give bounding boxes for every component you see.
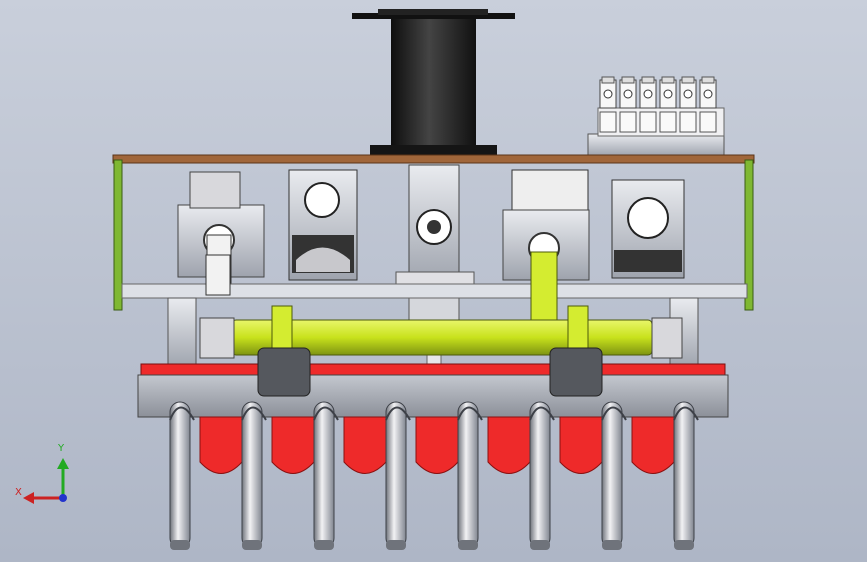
valve-coil <box>699 76 717 133</box>
frame-crossbar <box>112 154 755 164</box>
coordinate-triad <box>23 458 69 504</box>
right-side-post <box>744 159 754 311</box>
motor-unit-right-2 <box>611 179 685 279</box>
valve-coil <box>599 76 617 133</box>
gripper-finger <box>457 401 483 550</box>
membrane-lobe <box>271 416 315 474</box>
gripper-finger <box>385 401 411 550</box>
base-plate <box>137 374 729 418</box>
axis-z-dot-icon <box>59 494 67 502</box>
rail-support-left <box>167 297 197 369</box>
shaft-collar-left <box>271 305 293 353</box>
horizontal-rail <box>121 283 748 299</box>
membrane-lobe <box>199 416 243 474</box>
axis-x-arrow-icon <box>23 492 63 504</box>
gripper-finger <box>241 401 267 550</box>
clamp-block-right <box>549 347 603 397</box>
valve-manifold <box>587 76 725 157</box>
membrane-lobe <box>631 416 675 474</box>
gripper-finger <box>529 401 555 550</box>
lime-bracket-right <box>530 251 558 325</box>
shaft-end-left <box>199 317 235 359</box>
membrane-lobe <box>487 416 531 474</box>
red-gripper-membrane <box>199 416 675 474</box>
membrane-lobe <box>559 416 603 474</box>
gripper-finger <box>601 401 627 550</box>
axis-x-label: X <box>15 487 22 498</box>
gripper-finger <box>313 401 339 550</box>
lime-bracket-left <box>205 254 231 296</box>
gripper-finger <box>169 401 195 550</box>
valve-coil <box>619 76 637 133</box>
axis-y-label: Y <box>58 443 65 454</box>
motor-unit-left-2 <box>288 169 358 281</box>
gripper-finger <box>673 401 699 550</box>
shaft-end-right <box>651 317 683 359</box>
axis-y-arrow-icon <box>57 458 69 498</box>
valve-coil <box>659 76 677 133</box>
membrane-lobe <box>415 416 459 474</box>
motor-unit-left-1 <box>177 171 265 296</box>
valve-coil <box>679 76 697 133</box>
red-seal-strip <box>140 363 726 377</box>
valve-coil <box>639 76 657 133</box>
left-side-post <box>113 159 123 311</box>
membrane-lobe <box>343 416 387 474</box>
clamp-block-left <box>257 347 311 397</box>
shaft-collar-right <box>567 305 589 353</box>
gripper-fingers <box>169 401 699 550</box>
top-cylinder <box>352 9 515 157</box>
